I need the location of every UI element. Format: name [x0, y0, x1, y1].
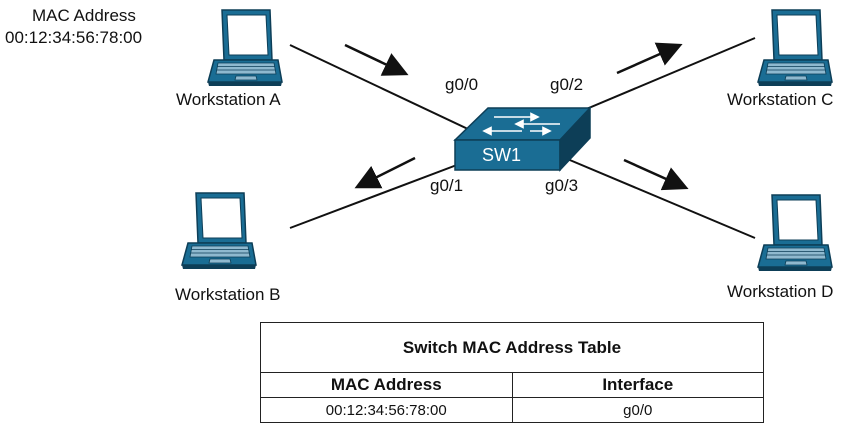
source-mac-value: 00:12:34:56:78:00 — [5, 28, 143, 47]
mac-table-title: Switch MAC Address Table — [260, 322, 764, 373]
laptop-icon-workstation-d — [757, 194, 833, 272]
workstation-a-label: Workstation A — [176, 90, 281, 109]
port-label-g0-1: g0/1 — [430, 176, 464, 195]
mac-table-cell-interface: g0/0 — [511, 397, 764, 423]
arrow-to-c-icon — [616, 42, 683, 75]
switch-mac-address-table: Switch MAC Address Table MAC Address Int… — [260, 322, 764, 423]
link-d-sw1 — [564, 157, 756, 239]
switch-label: SW1 — [482, 145, 522, 165]
mac-table-header-interface: Interface — [511, 372, 764, 398]
link-c-sw1 — [564, 37, 756, 119]
switch-icon — [453, 106, 592, 172]
table-row: 00:12:34:56:78:00 g0/0 — [260, 397, 764, 423]
arrow-to-d-icon — [623, 158, 689, 191]
mac-table-header-mac: MAC Address — [260, 372, 513, 398]
workstation-b-label: Workstation B — [175, 285, 281, 304]
link-a-sw1 — [289, 44, 471, 131]
port-label-g0-0: g0/0 — [445, 75, 479, 94]
laptop-icon-workstation-c — [757, 9, 833, 87]
arrow-to-b-icon — [354, 156, 416, 189]
source-mac-label: MAC Address — [32, 6, 136, 25]
workstation-c-label: Workstation C — [727, 90, 834, 109]
port-label-g0-3: g0/3 — [545, 176, 579, 195]
arrow-to-switch-icon — [344, 43, 409, 76]
laptop-icon-workstation-b — [181, 192, 257, 270]
workstation-d-label: Workstation D — [727, 282, 834, 301]
port-label-g0-2: g0/2 — [550, 75, 584, 94]
mac-table-cell-mac: 00:12:34:56:78:00 — [260, 397, 513, 423]
laptop-icon-workstation-a — [207, 9, 283, 87]
link-b-sw1 — [289, 159, 471, 229]
